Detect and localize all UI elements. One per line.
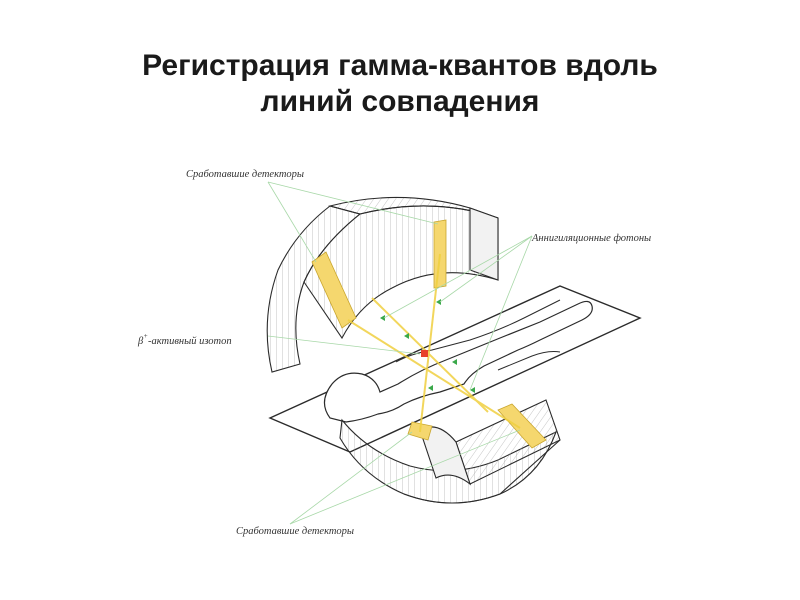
coincidence-line-1 — [347, 319, 521, 429]
isotope-text: -активный изотоп — [148, 336, 232, 347]
detector-activated-left — [311, 251, 357, 329]
label-annihilation-photons: Аннигиляционные фотоны — [531, 233, 651, 244]
title-line-1: Регистрация гамма-квантов вдоль — [142, 49, 658, 82]
label-detectors-bottom: Сработавшие детекторы — [236, 526, 354, 537]
label-pointers — [267, 181, 533, 525]
pointer-detectors-bottom — [289, 429, 521, 525]
detector-activated-right — [497, 403, 547, 449]
annihilation-event — [380, 299, 475, 393]
pointer-photons — [469, 235, 533, 391]
photon-marker — [452, 359, 457, 365]
isotope-sup: + — [143, 332, 148, 340]
photon-marker — [404, 333, 409, 339]
pointer-photons — [439, 235, 533, 303]
photon-marker — [436, 299, 441, 305]
slide-title: Регистрация гамма-квантов вдоль линий со… — [40, 48, 760, 120]
photon-marker — [428, 385, 433, 391]
pointer-detectors-top — [267, 181, 439, 225]
photon-marker — [470, 387, 475, 393]
photon-marker — [380, 315, 385, 321]
detector-ring-upper — [266, 196, 499, 373]
label-detectors-top: Сработавшие детекторы — [186, 169, 304, 180]
pointer-isotope — [267, 335, 421, 355]
coincidence-lines — [347, 253, 521, 433]
annihilation-point — [421, 350, 428, 357]
label-isotope: β+-активный изотоп — [137, 332, 232, 347]
patient-body — [323, 299, 593, 423]
pointer-photons — [383, 235, 533, 319]
coincidence-line-3 — [371, 297, 489, 413]
pointer-detectors-bottom — [289, 431, 413, 525]
isotope-beta: β — [137, 336, 144, 347]
detector-ring-lower — [339, 399, 561, 504]
pointer-detectors-top — [267, 181, 317, 263]
title-line-2: линий совпадения — [260, 85, 540, 118]
coincidence-line-2 — [419, 253, 441, 433]
